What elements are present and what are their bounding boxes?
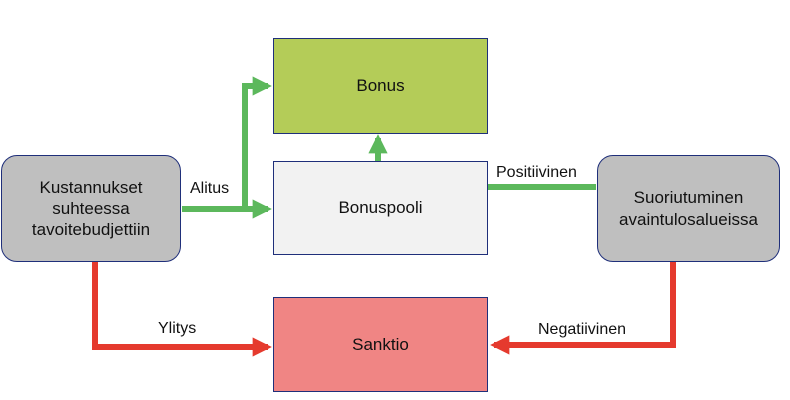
edge-label-negative: Negatiivinen	[538, 321, 627, 338]
bonuspool-box: Bonuspooli	[273, 161, 488, 255]
arrow-costs-to-sanction	[92, 262, 272, 357]
edge-label-ylitys: Ylitys	[158, 320, 197, 337]
edge-label-positive: Positiivinen	[496, 164, 577, 181]
arrow-costs-to-bonus	[242, 76, 272, 209]
bonus-box: Bonus	[273, 38, 488, 134]
sanction-box: Sanktio	[273, 297, 488, 392]
costs-label: Kustannukset suhteessa tavoitebudjettiin	[31, 177, 151, 240]
performance-box: Suoriutuminen avaintulosalueissa	[597, 155, 780, 262]
costs-box: Kustannukset suhteessa tavoitebudjettiin	[1, 155, 181, 262]
bonus-label: Bonus	[356, 76, 405, 96]
arrow-performance-to-sanction	[490, 262, 676, 355]
bonuspool-label: Bonuspooli	[338, 198, 423, 218]
performance-label: Suoriutuminen avaintulosalueissa	[619, 188, 758, 229]
sanction-label: Sanktio	[352, 334, 409, 354]
edge-label-alitus: Alitus	[190, 180, 230, 197]
